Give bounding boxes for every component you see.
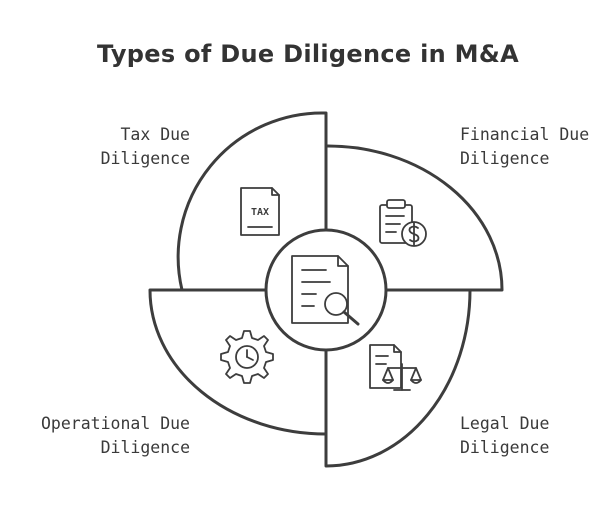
document-magnifier-icon	[291, 255, 360, 326]
tax-icon-text: TAX	[251, 207, 269, 218]
legal-document-scales-icon	[369, 344, 422, 391]
label-tax-due-diligence: Tax Due Diligence	[101, 123, 190, 171]
label-tax-line1: Tax Due	[120, 125, 190, 144]
label-legal-line1: Legal Due	[460, 414, 550, 433]
diagram-title: Types of Due Diligence in M&A	[97, 40, 519, 68]
label-financial-line1: Financial Due	[460, 125, 590, 144]
label-tax-line2: Diligence	[100, 149, 190, 168]
label-financial-line2: Diligence	[460, 149, 550, 168]
label-financial-due-diligence: Financial Due Diligence	[460, 123, 589, 171]
label-operational-line2: Diligence	[100, 438, 190, 457]
label-operational-due-diligence: Operational Due Diligence	[41, 412, 190, 460]
tax-document-icon: TAX	[240, 187, 280, 236]
gear-clock-icon	[220, 330, 274, 384]
label-legal-line2: Diligence	[460, 438, 550, 457]
financial-clipboard-dollar-icon	[379, 199, 427, 247]
label-legal-due-diligence: Legal Due Diligence	[460, 412, 549, 460]
label-operational-line1: Operational Due	[40, 414, 190, 433]
